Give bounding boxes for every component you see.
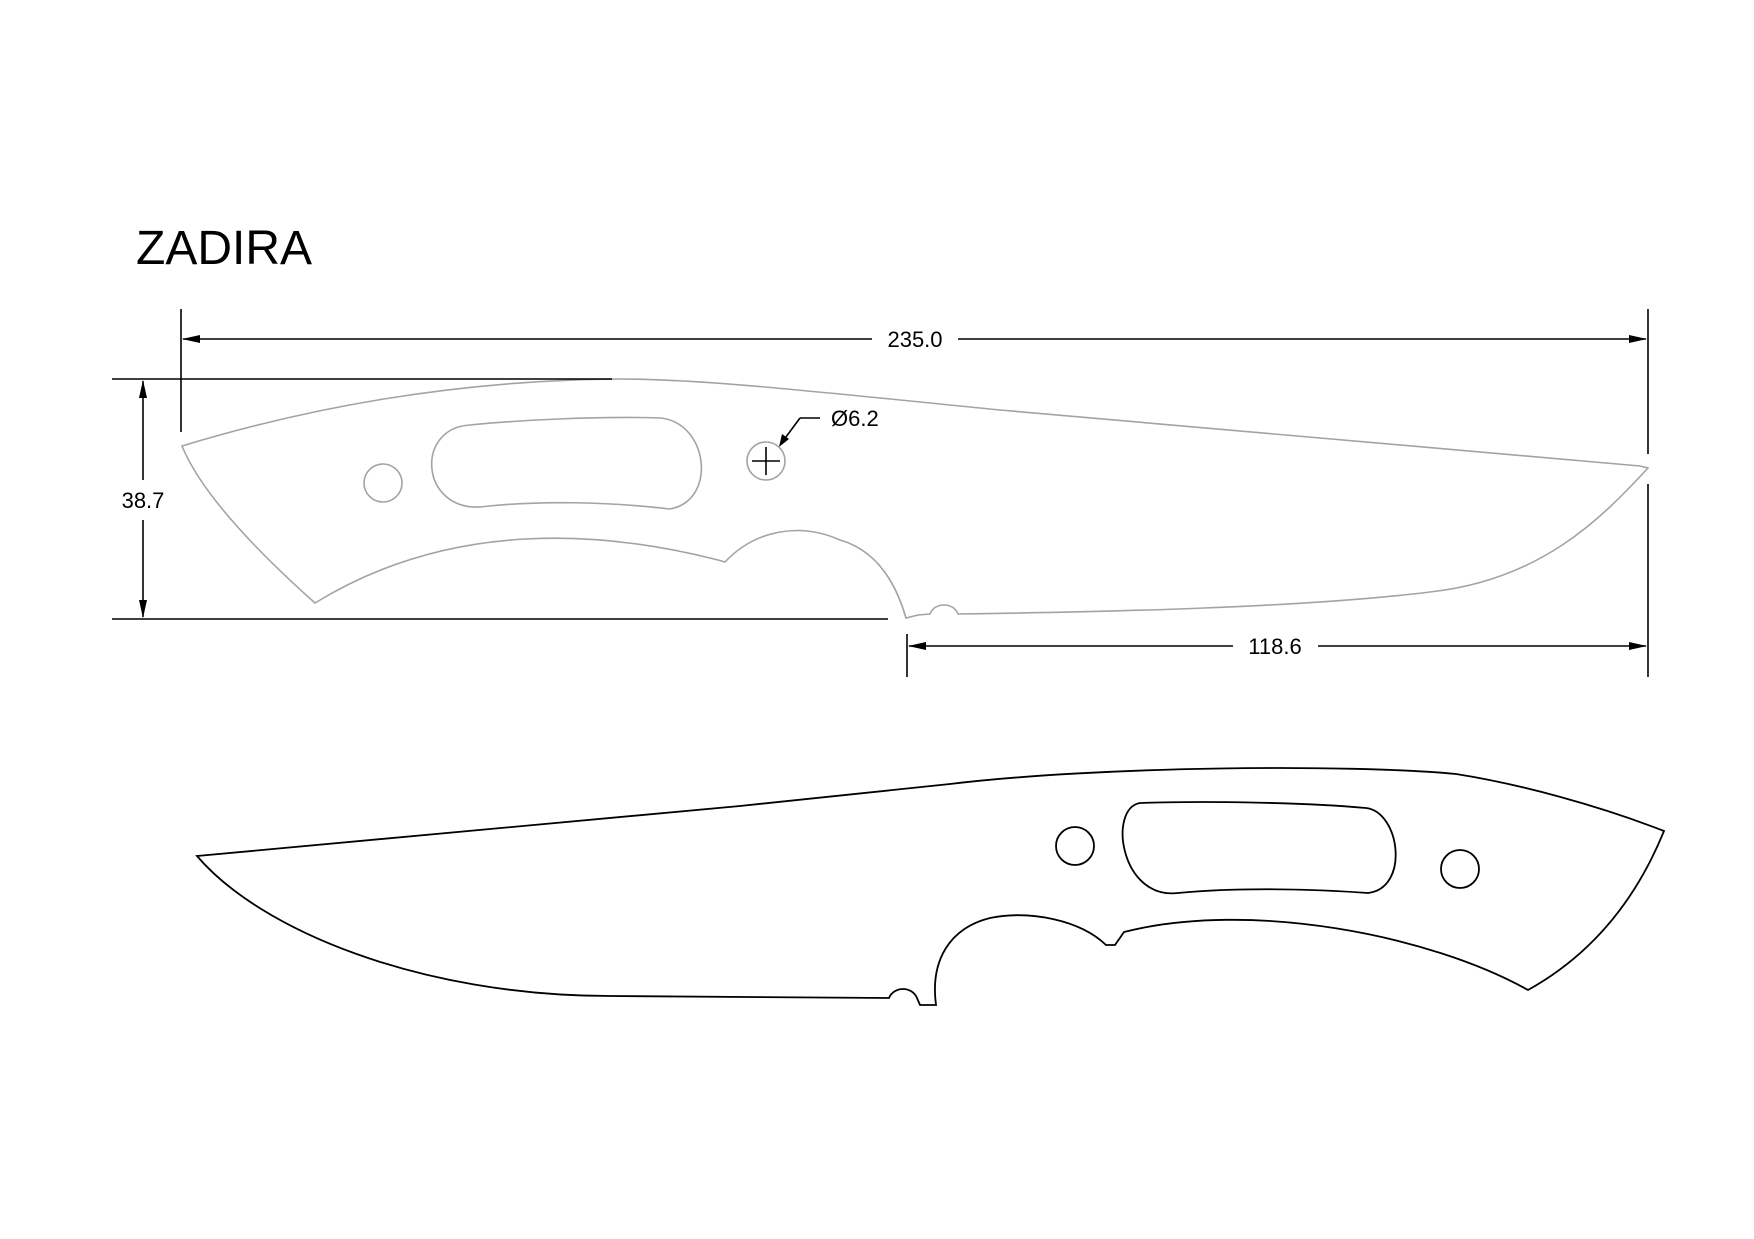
template-handle-slot (1121, 801, 1397, 894)
length-arrow-right (1629, 335, 1647, 343)
overall-length-label: 235.0 (887, 327, 942, 352)
lanyard-hole (363, 463, 403, 503)
blade-length-label: 118.6 (1248, 634, 1301, 659)
knife-profile-outline (180, 378, 1650, 619)
handle-slot (430, 416, 703, 510)
template-pin-hole (1055, 826, 1095, 866)
height-arrow-top (139, 380, 147, 398)
template-lanyard-hole (1440, 849, 1480, 889)
blade-arrow-right (1629, 642, 1647, 650)
drawing-title: ZADIRA (136, 222, 312, 275)
height-arrow-bottom (139, 600, 147, 618)
pin-hole (746, 441, 786, 481)
diameter-leader-arrow (779, 434, 789, 447)
blade-arrow-left (908, 642, 926, 650)
pin-hole-diameter-label: Ø6.2 (831, 406, 879, 431)
length-arrow-left (182, 335, 200, 343)
dimensioned-knife-profile: Ø6.2 235.0 38.7 118.6 (112, 309, 1650, 677)
height-label: 38.7 (122, 488, 165, 513)
mirrored-knife-template (195, 767, 1666, 1006)
template-profile-outline (195, 767, 1666, 1006)
